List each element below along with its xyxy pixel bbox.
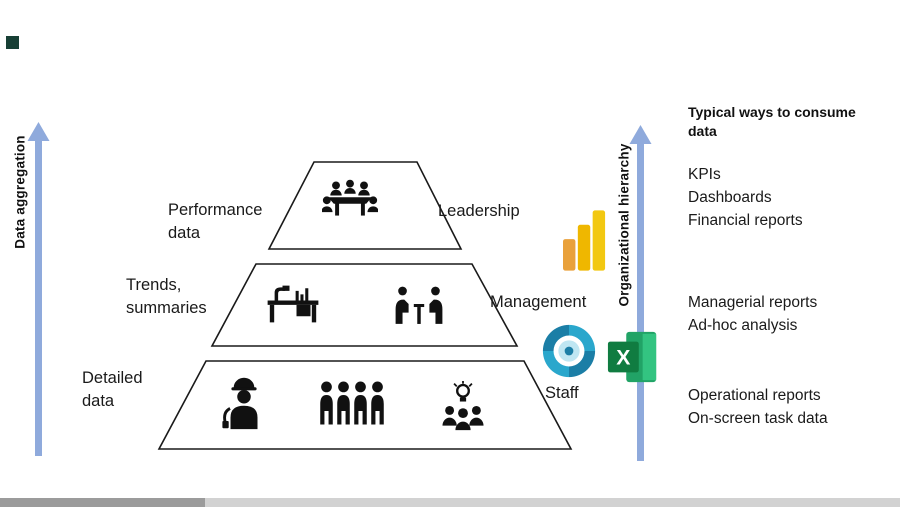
artifact-square	[6, 36, 19, 49]
field-worker-icon	[222, 376, 266, 435]
consume-group-leadership: KPIs Dashboards Financial reports	[688, 163, 803, 232]
progress-filled	[0, 498, 205, 507]
label-performance-data: Performance data	[168, 201, 263, 242]
consume-group-management: Managerial reports Ad-hoc analysis	[688, 291, 817, 337]
excel-logo-icon: X	[606, 330, 660, 389]
power-bi-logo-icon	[563, 209, 607, 278]
power-bi-bar-medium	[577, 224, 591, 271]
consume-line: Ad-hoc analysis	[688, 317, 798, 334]
left-axis-arrow-shaft	[35, 140, 42, 456]
dataflow-segment	[542, 324, 569, 351]
label-management: Management	[490, 293, 587, 311]
excel-front-square	[607, 341, 639, 373]
pyramid-level-management-shape	[210, 263, 519, 347]
dataflow-center-dot	[564, 346, 574, 356]
power-bi-bar-small	[563, 239, 576, 271]
dataflow-segment	[569, 324, 596, 351]
label-leadership: Leadership	[438, 202, 520, 220]
consume-line: On-screen task data	[688, 410, 828, 427]
right-axis-arrowhead-icon	[629, 125, 652, 144]
team-discussion-icon	[393, 283, 445, 330]
consume-line: Dashboards	[688, 189, 772, 206]
dataflow-segment	[542, 351, 569, 378]
meeting-table-icon	[321, 178, 379, 231]
label-staff: Staff	[545, 384, 579, 402]
consume-line: Operational reports	[688, 387, 821, 404]
power-bi-bar-tall	[592, 210, 606, 271]
right-axis-arrow-shaft	[637, 143, 644, 461]
consume-line: KPIs	[688, 166, 721, 183]
progress-track	[0, 498, 900, 507]
left-axis-arrowhead-icon	[27, 122, 50, 141]
excel-x-letter: X	[616, 347, 630, 370]
dataflow-segment	[569, 351, 596, 378]
dataflow-logo-icon	[540, 322, 598, 385]
consume-line: Financial reports	[688, 212, 803, 229]
pyramid-level-leadership-shape	[267, 161, 463, 250]
consume-line: Managerial reports	[688, 294, 818, 311]
people-group-icon	[318, 380, 386, 431]
excel-sheet-light	[642, 333, 657, 381]
consume-column-title: Typical ways to consume data	[688, 104, 856, 139]
consume-group-staff: Operational reports On-screen task data	[688, 384, 828, 430]
label-detailed-data: Detailed data	[82, 369, 143, 410]
idea-team-icon	[438, 381, 488, 436]
office-desk-icon	[265, 283, 321, 330]
video-progress-bar[interactable]	[0, 498, 900, 507]
label-trends-summaries: Trends, summaries	[126, 276, 207, 317]
